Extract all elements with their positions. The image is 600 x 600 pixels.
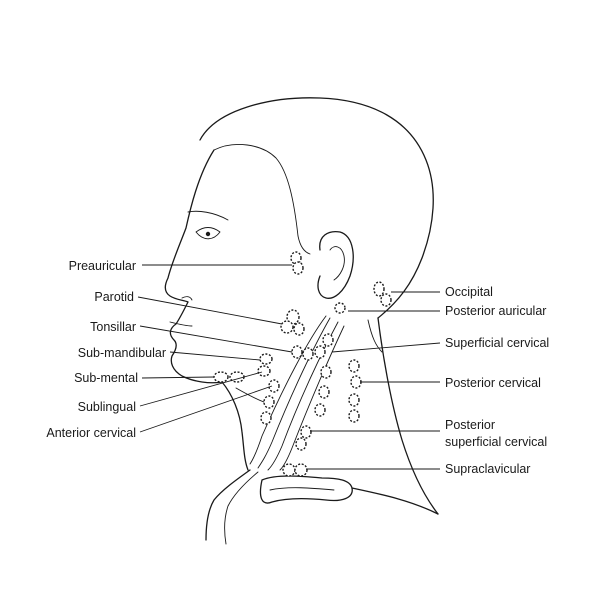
eye	[187, 210, 229, 240]
labels: Preauricular Parotid Tonsillar Sub-mandi…	[46, 259, 549, 476]
label-occipital: Occipital	[445, 285, 493, 299]
label-submental: Sub-mental	[74, 371, 138, 385]
label-superficial-cervical: Superficial cervical	[445, 336, 549, 350]
label-posterior-superficial-cervical-2: superficial cervical	[445, 435, 547, 449]
label-posterior-auricular: Posterior auricular	[445, 304, 546, 318]
label-posterior-cervical: Posterior cervical	[445, 376, 541, 390]
lymph-nodes	[213, 251, 392, 477]
label-submandibular: Sub-mandibular	[78, 346, 166, 360]
label-tonsillar: Tonsillar	[90, 320, 136, 334]
ear	[317, 230, 354, 299]
label-preauricular: Preauricular	[69, 259, 136, 273]
label-posterior-superficial-cervical-1: Posterior	[445, 418, 495, 432]
label-sublingual: Sublingual	[78, 400, 136, 414]
label-parotid: Parotid	[94, 290, 134, 304]
label-supraclavicular: Supraclavicular	[445, 462, 530, 476]
mouth	[169, 296, 193, 327]
clavicle	[205, 469, 439, 545]
label-anterior-cervical: Anterior cervical	[46, 426, 136, 440]
leader-lines	[137, 264, 441, 470]
head-outline	[164, 97, 439, 515]
